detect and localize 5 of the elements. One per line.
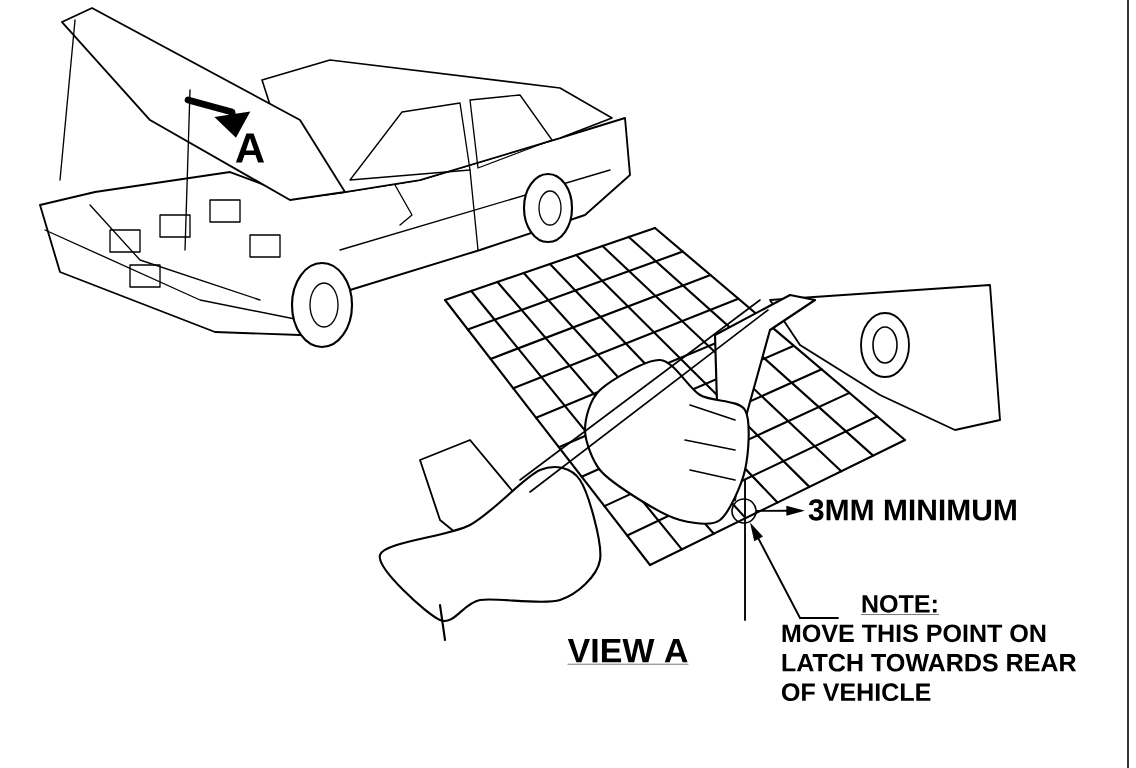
note-text: NOTE: MOVE THIS POINT ON LATCH TOWARDS REAR OF VEHICLE <box>781 594 1077 702</box>
callout-text: 3MM MINIMUM <box>808 499 1016 521</box>
point-circle <box>731 498 757 524</box>
view-label: A <box>235 133 265 163</box>
view-label: VIEW A <box>567 638 689 665</box>
